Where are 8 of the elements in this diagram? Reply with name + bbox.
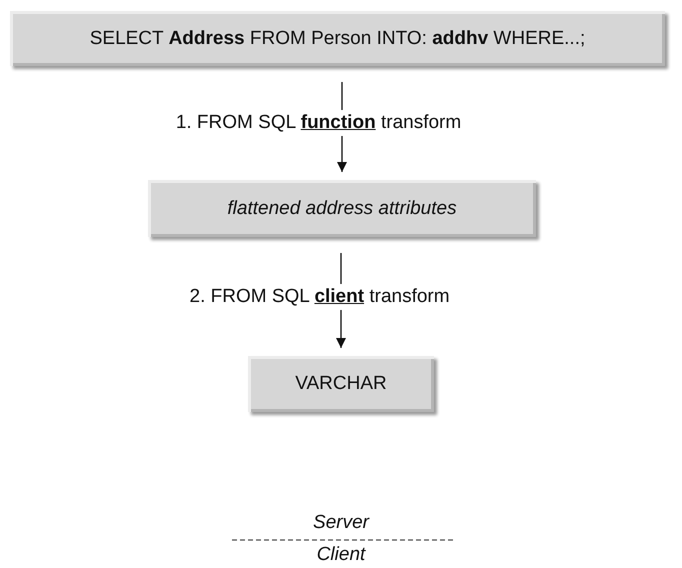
box-text: VARCHAR	[295, 373, 387, 395]
zone-label: Server	[313, 512, 369, 534]
zone-label: Client	[316, 544, 366, 566]
process-box	[148, 180, 536, 237]
box-text: flattened address attributes	[227, 198, 457, 220]
process-box	[248, 356, 434, 412]
process-box	[10, 11, 665, 66]
box-text: SELECT Address FROM Person INTO: addhv WHERE...;	[90, 28, 586, 50]
